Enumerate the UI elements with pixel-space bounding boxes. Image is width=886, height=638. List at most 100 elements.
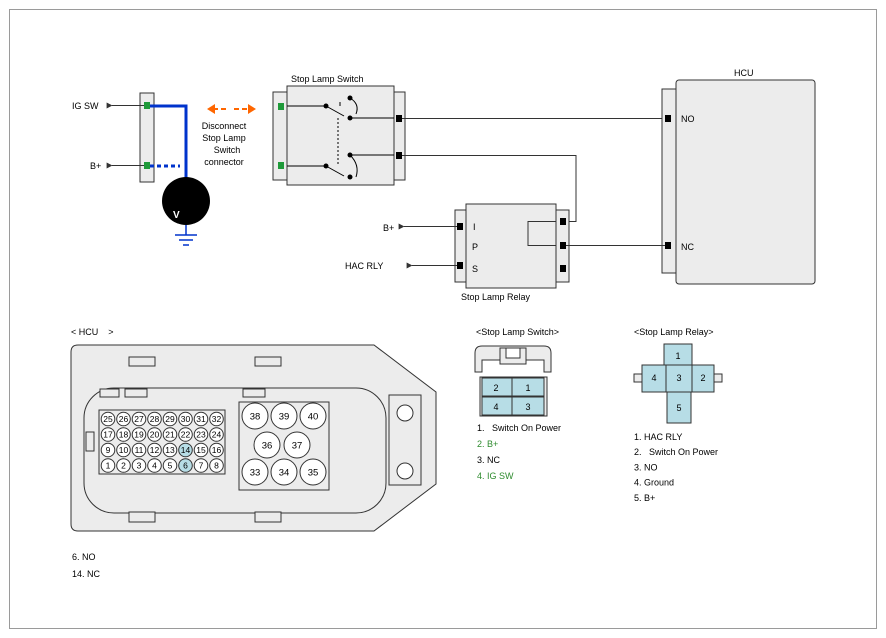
hcu-pin-label: 23 xyxy=(196,430,206,440)
relay-connector-header: <Stop Lamp Relay> xyxy=(634,327,714,337)
hcu-label-nc: NC xyxy=(681,242,694,252)
svg-text:3: 3 xyxy=(525,402,530,412)
switch-legend-item: 3. NC xyxy=(477,455,501,465)
relay-pin-1: 1 xyxy=(675,351,680,361)
hcu-pin-label: 11 xyxy=(135,445,144,455)
hcu-pin-39 xyxy=(270,402,298,430)
svg-text:connector: connector xyxy=(204,157,244,167)
hcu-pin-label: 13 xyxy=(165,445,175,455)
hcu-pin-label: 29 xyxy=(165,414,175,424)
hcu-pin-label: 19 xyxy=(134,430,144,440)
hcu-pin-1 xyxy=(100,458,116,473)
hcu-pin-16 xyxy=(209,442,224,458)
relay-left-plug xyxy=(454,209,467,283)
switch-contact-dots xyxy=(323,95,353,180)
hcu-pin-label: 2 xyxy=(121,461,126,471)
hcu-pin-4 xyxy=(147,458,162,473)
hcu-pin-label: 32 xyxy=(212,414,222,424)
switch-pin-black-bottom xyxy=(396,152,402,159)
label-ig-sw: IG SW xyxy=(72,101,99,111)
switch-connector-header: <Stop Lamp Switch> xyxy=(476,327,559,337)
svg-text:1: 1 xyxy=(525,383,530,393)
hcu-pin-label: 15 xyxy=(196,445,206,455)
hcu-pin-label: 30 xyxy=(181,414,191,424)
voltmeter-label: V xyxy=(173,210,180,221)
switch-legend-item: 4. IG SW xyxy=(477,471,514,481)
svg-text:4: 4 xyxy=(493,402,498,412)
hcu-pin-label: 18 xyxy=(119,430,129,440)
label-b-plus-meter: B+ xyxy=(90,161,101,171)
hcu-pin-22 xyxy=(178,427,193,442)
switch-body xyxy=(286,85,395,186)
relay-pin-r3 xyxy=(560,265,566,272)
relay-title: Stop Lamp Relay xyxy=(461,292,531,302)
hcu-pin-26 xyxy=(116,411,131,427)
hcu-pin-25 xyxy=(100,411,116,427)
switch-connector-pins: 2 1 4 3 xyxy=(481,377,545,416)
relay-internal-link xyxy=(527,221,556,246)
hcu-connector-header: < HCU > xyxy=(71,327,114,337)
relay-legend-item: 2. Switch On Power xyxy=(634,447,718,457)
hcu-pin-label: 37 xyxy=(292,441,303,452)
hcu-pin-label: 20 xyxy=(150,430,160,440)
hcu-pin-32 xyxy=(209,411,224,427)
hcu-pin-17 xyxy=(100,427,116,442)
hcu-pin-35 xyxy=(299,458,327,486)
hcu-legend-1: 6. NO xyxy=(72,552,96,562)
relay-connector-shape: 1 4 3 2 5 xyxy=(633,343,723,424)
hcu-pin-3 xyxy=(131,458,147,473)
switch-legend-item: 2. B+ xyxy=(477,439,498,449)
disconnect-note: Disconnect Stop Lamp Switch connector xyxy=(202,121,247,167)
hcu-pin-label: 21 xyxy=(165,430,175,440)
relay-pin-i xyxy=(457,223,463,230)
switch-pin-black-top xyxy=(396,115,402,122)
relay-label-i: I xyxy=(473,222,476,232)
relay-pin-s xyxy=(457,262,463,269)
hcu-pin-label: 40 xyxy=(308,412,319,423)
hcu-pin-37 xyxy=(283,431,311,459)
hcu-pin-label: 31 xyxy=(196,414,206,424)
hcu-pin-10 xyxy=(116,442,131,458)
relay-legend-item: 3. NO xyxy=(634,462,658,472)
relay-pin-3: 3 xyxy=(676,373,681,383)
hcu-pin-label: 22 xyxy=(181,430,191,440)
hcu-pin-label: 28 xyxy=(150,414,160,424)
hcu-pin-29 xyxy=(162,411,178,427)
outer-frame xyxy=(9,9,877,629)
relay-legend-item: 5. B+ xyxy=(634,493,655,503)
hcu-pin-label: 9 xyxy=(106,445,111,455)
hcu-pin-label: 14 xyxy=(181,445,191,455)
hcu-pin-24 xyxy=(209,427,224,442)
hcu-pin-15 xyxy=(193,442,209,458)
svg-text:Stop Lamp: Stop Lamp xyxy=(202,133,246,143)
hcu-pin-label: 35 xyxy=(308,468,319,479)
switch-right-plug xyxy=(393,91,406,181)
switch-pin-green-top xyxy=(278,103,284,110)
hcu-pin-label: 12 xyxy=(150,445,160,455)
relay-label-p: P xyxy=(472,242,478,252)
hcu-pin-13 xyxy=(162,442,178,458)
hcu-pin-label: 33 xyxy=(250,468,261,479)
stop-lamp-switch-title: Stop Lamp Switch xyxy=(291,74,364,84)
hcu-pin-9 xyxy=(100,442,116,458)
relay-pin-5: 5 xyxy=(676,403,681,413)
hcu-pin-label: 6 xyxy=(183,461,188,471)
svg-text:Disconnect: Disconnect xyxy=(202,121,247,131)
hcu-pin-label: 38 xyxy=(250,412,261,423)
hcu-pin-12 xyxy=(147,442,162,458)
label-relay-hac-rly: HAC RLY xyxy=(345,261,383,271)
hcu-pin-nc xyxy=(665,242,671,249)
hcu-pin-6 xyxy=(178,458,193,473)
hcu-pin-label: 4 xyxy=(152,461,157,471)
hcu-label-no: NO xyxy=(681,114,695,124)
hcu-pin-31 xyxy=(193,411,209,427)
hcu-pin-5 xyxy=(162,458,178,473)
hcu-pin-30 xyxy=(178,411,193,427)
hcu-pin-label: 3 xyxy=(137,461,142,471)
relay-pin-4: 4 xyxy=(651,373,656,383)
hcu-pin-40 xyxy=(299,402,327,430)
hcu-pin-label: 24 xyxy=(212,430,222,440)
hcu-pin-20 xyxy=(147,427,162,442)
